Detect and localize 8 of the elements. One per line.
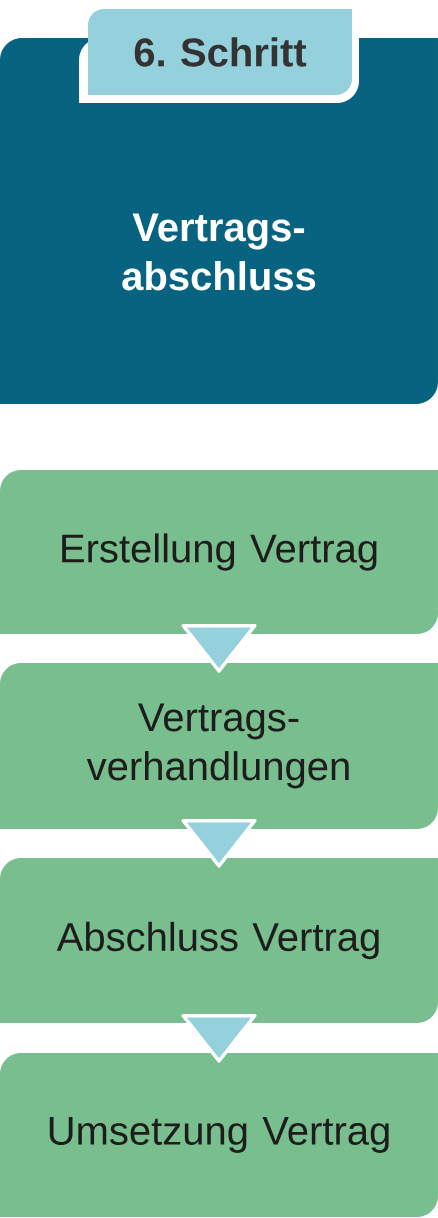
triangle-arrow bbox=[181, 1013, 257, 1063]
step-tab: 6. Schritt bbox=[79, 9, 359, 103]
process-box: Vertrags- verhandlungen bbox=[0, 663, 438, 829]
process-box: Abschluss Vertrag bbox=[0, 858, 438, 1023]
process-box: Erstellung Vertrag bbox=[0, 470, 438, 634]
triangle-arrow bbox=[181, 818, 257, 868]
triangle-arrow bbox=[181, 623, 257, 673]
process-box: Umsetzung Vertrag bbox=[0, 1053, 438, 1217]
